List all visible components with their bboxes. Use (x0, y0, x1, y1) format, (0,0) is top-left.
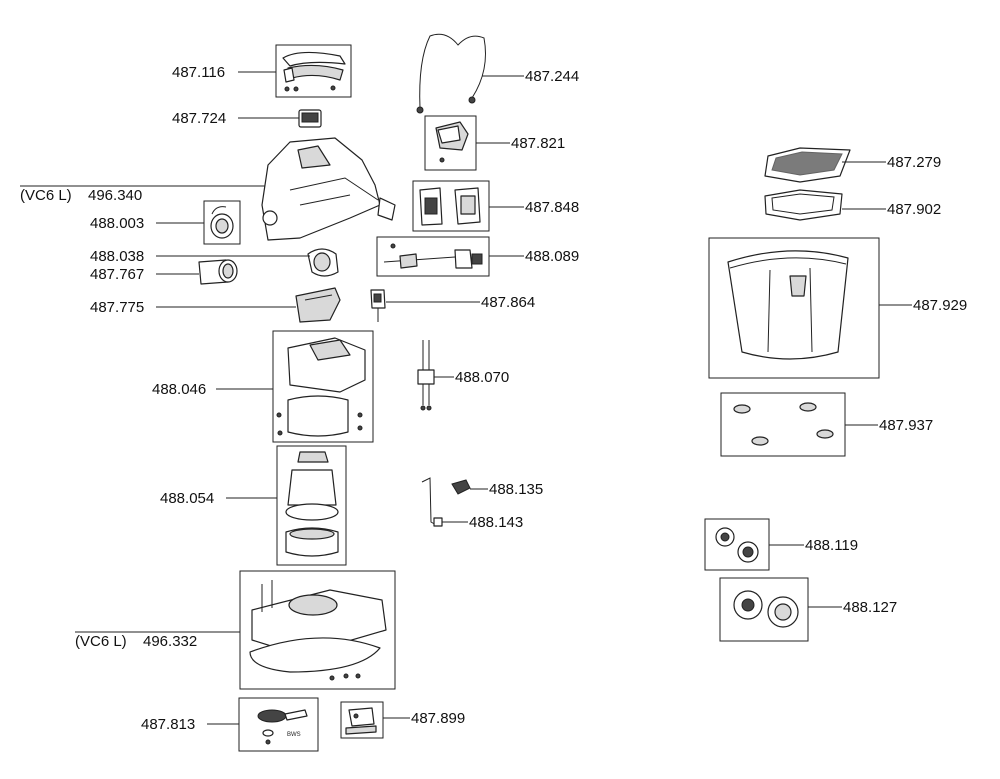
part-487864[interactable]: 487.864 (370, 289, 535, 322)
part-label: 487.937 (879, 417, 933, 434)
part-label: 488.143 (469, 514, 523, 531)
part-label: 487.775 (90, 299, 144, 316)
part-label: 488.127 (843, 599, 897, 616)
part-label-prefix: (VC6 L) (75, 633, 127, 650)
part-label: 488.070 (455, 369, 509, 386)
part-487775[interactable]: 487.775 (90, 287, 341, 323)
part-label: 488.054 (160, 490, 214, 507)
part-488003[interactable]: 488.003 (90, 200, 241, 245)
part-label: 487.902 (887, 201, 941, 218)
part-label: 488.003 (90, 215, 144, 232)
part-488046[interactable]: 488.046 (152, 330, 374, 443)
part-487848[interactable]: 487.848 (412, 180, 579, 232)
part-487116[interactable]: 487.116 (172, 44, 352, 98)
part-label: 487.848 (525, 199, 579, 216)
part-487279[interactable]: 487.279 (764, 147, 941, 183)
part-488135[interactable]: 488.135 (451, 479, 543, 498)
part-marking: BWS (287, 732, 301, 738)
part-label: 496.340 (88, 187, 142, 204)
part-488127[interactable]: 488.127 (719, 577, 897, 642)
part-487899[interactable]: 487.899 (340, 701, 465, 739)
part-label: 487.813 (141, 716, 195, 733)
part-label: 488.119 (805, 537, 858, 554)
part-488038[interactable]: 488.038 (90, 248, 339, 277)
part-label: 487.899 (411, 710, 465, 727)
part-488054[interactable]: 488.054 (160, 445, 347, 566)
part-496340[interactable]: (VC6 L) 496.340 (20, 137, 396, 241)
part-label: 488.089 (525, 248, 579, 265)
part-487724[interactable]: 487.724 (172, 109, 322, 128)
part-488143[interactable]: 488.143 (421, 477, 523, 531)
part-label: 488.046 (152, 381, 206, 398)
part-487929[interactable]: 487.929 (708, 237, 967, 379)
part-label: 487.864 (481, 294, 535, 311)
part-label: 488.038 (90, 248, 144, 265)
part-label: 487.724 (172, 110, 226, 127)
part-label: 487.116 (172, 64, 225, 81)
part-487937[interactable]: 487.937 (720, 392, 933, 457)
part-label: 488.135 (489, 481, 543, 498)
part-label: 487.929 (913, 297, 967, 314)
part-label: 487.821 (511, 135, 565, 152)
part-488119[interactable]: 488.119 (704, 518, 858, 571)
part-label: 487.767 (90, 266, 144, 283)
part-label: 487.244 (525, 68, 579, 85)
part-488089[interactable]: 488.089 (376, 236, 579, 277)
part-487813[interactable]: BWS 487.813 (141, 697, 319, 752)
part-label: 496.332 (143, 633, 197, 650)
part-487821[interactable]: 487.821 (424, 115, 565, 171)
part-label-prefix: (VC6 L) (20, 187, 72, 204)
part-487902[interactable]: 487.902 (764, 189, 941, 221)
part-496332[interactable]: (VC6 L) 496.332 (75, 570, 396, 690)
part-488070[interactable]: 488.070 (417, 340, 509, 411)
part-label: 487.279 (887, 154, 941, 171)
part-487767[interactable]: 487.767 (90, 259, 238, 285)
part-487244[interactable]: 487.244 (416, 33, 579, 114)
